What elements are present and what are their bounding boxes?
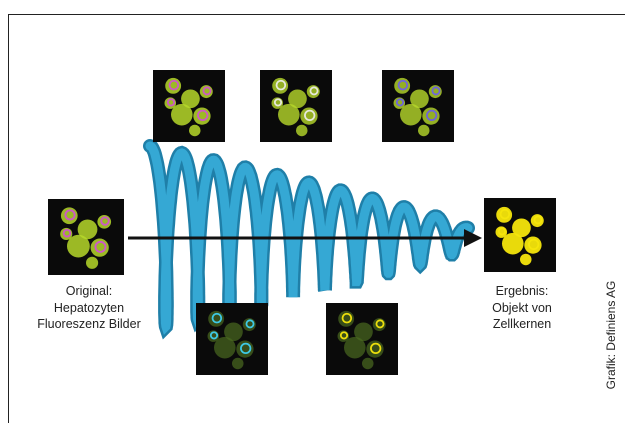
result-image-tile [484,198,556,272]
cell-body [232,357,244,370]
cell-nucleus [245,319,255,329]
step-image-tile-bottom-2 [326,303,398,375]
cell-nucleus [497,227,507,236]
process-arrow-head [464,229,482,247]
cell-nucleus [100,216,110,226]
cell-nucleus [202,86,212,96]
cell-body [354,322,373,342]
cell-nucleus [273,98,283,107]
original-image-tile [48,199,124,275]
cell-body [418,124,430,137]
cell-nucleus [64,209,76,221]
result-label: Ergebnis: Objekt von Zellkernen [472,283,572,333]
cell-body [362,357,374,370]
cell-nucleus [528,238,540,251]
cell-body [181,89,200,109]
cell-body [502,232,524,255]
cell-body [400,103,422,126]
cell-body [86,256,99,269]
cell-body [214,336,236,359]
cell-nucleus [309,86,319,96]
cell-nucleus [339,331,349,340]
frame-top-border [8,14,625,15]
image-credit: Grafik: Definiens AG [604,280,618,390]
original-label-line-1: Original: [65,284,113,298]
cell-nucleus [94,240,107,253]
cell-body [296,124,308,137]
cell-body [77,219,98,240]
processing-spiral [143,139,475,340]
cell-body [278,103,300,126]
cell-nucleus [211,312,223,324]
cell-nucleus [240,342,252,355]
frame-left-border [8,14,9,423]
cell-body [512,218,531,238]
cell-nucleus [431,86,441,96]
cell-nucleus [168,79,180,91]
cell-nucleus [397,79,409,91]
cell-body [189,124,201,137]
original-label: Original: Hepatozyten Fluoreszenz Bilder [24,283,154,333]
cell-body [344,336,366,359]
original-label-line-3: Fluoreszenz Bilder [37,317,141,331]
step-image-tile-bottom-1 [196,303,268,375]
cell-nucleus [426,109,438,122]
result-label-line-3: Zellkernen [492,317,552,331]
cell-nucleus [499,208,511,220]
cell-nucleus [166,98,176,107]
cell-body [67,234,90,258]
cell-nucleus [533,215,543,225]
result-label-line-1: Ergebnis: [495,284,549,298]
original-label-line-2: Hepatozyten [53,300,125,315]
cell-nucleus [197,109,209,122]
cell-nucleus [375,319,385,329]
cell-nucleus [395,98,405,107]
step-image-tile-top-2 [260,70,332,142]
cell-nucleus [341,312,353,324]
cell-body [410,89,429,109]
cell-body [224,322,243,342]
cell-body [520,253,532,266]
cell-nucleus [62,228,72,238]
step-image-tile-top-1 [153,70,225,142]
cell-nucleus [209,331,219,340]
cell-body [288,89,307,109]
step-image-tile-top-3 [382,70,454,142]
cell-nucleus [370,342,382,355]
cell-nucleus [304,109,316,122]
cell-nucleus [275,79,287,91]
result-label-line-2: Objekt von [492,300,552,315]
spiral-ribbon [145,141,473,335]
cell-body [171,103,193,126]
